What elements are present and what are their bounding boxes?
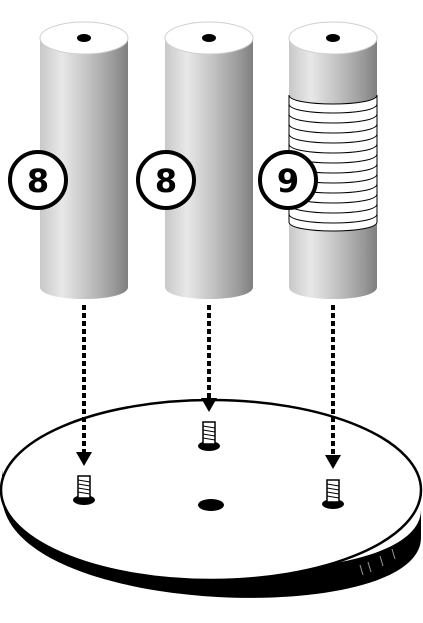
callout-right: 9 — [258, 150, 318, 210]
arrow-left — [76, 305, 92, 466]
callout-left: 8 — [8, 150, 68, 210]
callout-middle: 8 — [136, 150, 196, 210]
screw-right — [322, 479, 344, 509]
center-hole — [198, 499, 224, 511]
callout-left-label: 8 — [27, 162, 49, 200]
cylinder-left — [39, 21, 129, 299]
screw-middle — [198, 421, 220, 451]
callout-middle-label: 8 — [155, 162, 177, 200]
callout-right-label: 9 — [277, 162, 299, 200]
base-disc — [0, 398, 423, 598]
arrow-right — [325, 305, 341, 469]
arrow-middle — [201, 305, 217, 412]
cylinder-middle — [164, 21, 254, 299]
screw-left — [73, 475, 95, 505]
